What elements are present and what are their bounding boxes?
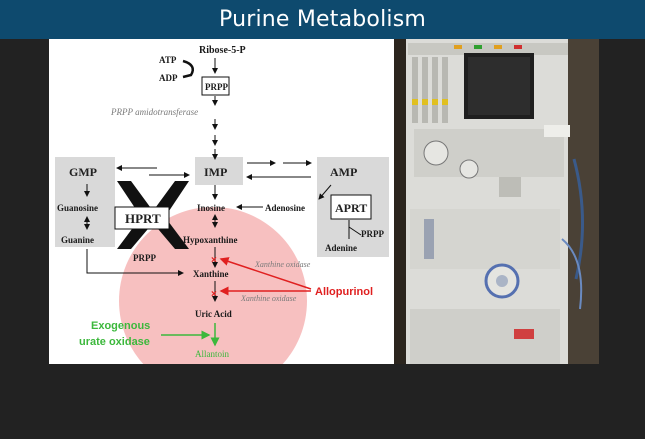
atp-adp-curve xyxy=(182,59,194,79)
dialysis-machine-photo xyxy=(394,39,599,364)
guanine-label: Guanine xyxy=(61,235,94,245)
dialysis-machine-illustration xyxy=(394,39,599,364)
prpp-enzyme-label: PRPP amidotransferase xyxy=(110,107,198,117)
inosine-label: Inosine xyxy=(197,203,225,213)
hprt-enzyme-shape xyxy=(114,181,189,249)
prpp-box xyxy=(201,76,230,96)
aprt-box xyxy=(330,194,372,220)
block-x-1: × xyxy=(211,255,217,266)
adenine-label: Adenine xyxy=(325,243,357,253)
xanthine-oxidase-1: Xanthine oxidase xyxy=(254,260,311,269)
aprt-label: APRT xyxy=(335,201,367,215)
allantoin-label: Allantoin xyxy=(195,349,229,359)
highlight-circle xyxy=(119,207,307,364)
slide-title: Purine Metabolism xyxy=(218,7,427,32)
amp-label: AMP xyxy=(330,165,357,179)
prpp-hprt-label: PRPP xyxy=(133,253,156,263)
exogenous-label-2: urate oxidase xyxy=(79,336,150,348)
exogenous-label-1: Exogenous xyxy=(91,320,150,332)
allopurinol-label: Allopurinol xyxy=(315,286,373,298)
gmp-label: GMP xyxy=(69,165,97,179)
block-x-2: × xyxy=(211,289,217,300)
imp-band xyxy=(195,157,243,185)
gmp-band xyxy=(55,157,115,247)
prpp-aprt-label: PRPP xyxy=(361,229,384,239)
hprt-label: HPRT xyxy=(125,211,161,226)
prpp-box-label: PRPP xyxy=(205,82,228,92)
imp-label: IMP xyxy=(204,165,227,179)
atp-label: ATP xyxy=(159,55,177,65)
slide-header: Purine Metabolism xyxy=(0,0,645,39)
guanosine-label: Guanosine xyxy=(57,203,98,213)
purine-metabolism-diagram: Ribose-5-P ATP ADP PRPP PRPP amidotransf… xyxy=(49,39,394,364)
adp-label: ADP xyxy=(159,73,178,83)
diagram-canvas: Ribose-5-P ATP ADP PRPP PRPP amidotransf… xyxy=(55,45,389,364)
xanthine-oxidase-2: Xanthine oxidase xyxy=(240,294,297,303)
xanthine-label: Xanthine xyxy=(193,269,229,279)
ribose-label: Ribose-5-P xyxy=(199,45,246,56)
adenosine-label: Adenosine xyxy=(265,203,305,213)
hypoxanthine-label: Hypoxanthine xyxy=(183,235,238,245)
uric-acid-label: Uric Acid xyxy=(195,309,232,319)
